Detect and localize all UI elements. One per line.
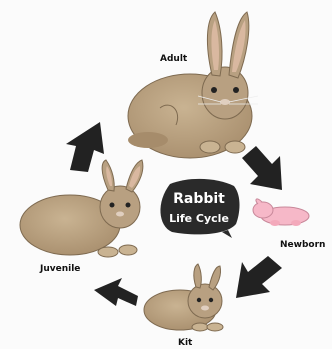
stage-label-kit: Kit bbox=[178, 338, 192, 348]
diagram-title: Rabbit bbox=[154, 191, 244, 207]
newborn-rabbit bbox=[253, 199, 309, 226]
stage-label-newborn: Newborn bbox=[280, 240, 325, 250]
title-badge bbox=[160, 179, 239, 238]
diagram-subtitle: Life Cycle bbox=[154, 212, 244, 225]
stage-label-juvenile: Juvenile bbox=[40, 264, 80, 274]
kit-rabbit bbox=[144, 264, 223, 331]
arrow-juvenile-to-adult bbox=[66, 122, 104, 172]
stage-label-adult: Adult bbox=[160, 54, 187, 64]
arrow-kit-to-juvenile bbox=[94, 278, 138, 306]
arrow-adult-to-newborn bbox=[242, 146, 282, 190]
juvenile-rabbit bbox=[20, 160, 143, 257]
adult-rabbit bbox=[128, 12, 258, 158]
arrow-newborn-to-kit bbox=[236, 256, 282, 298]
